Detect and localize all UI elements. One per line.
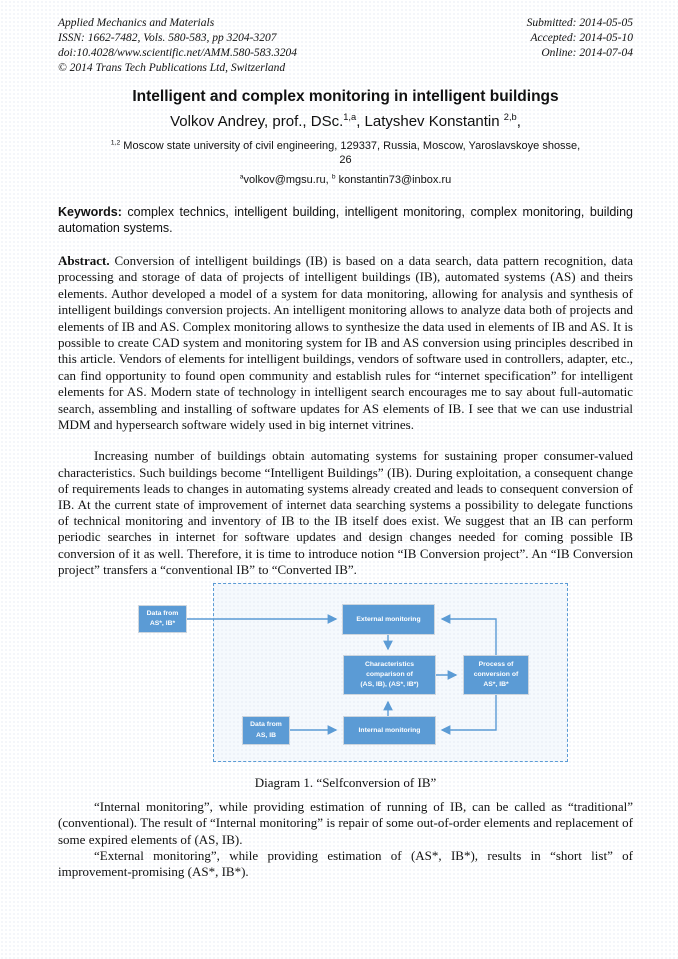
keywords-text: complex technics, intelligent building, … <box>58 205 633 235</box>
body-paragraph-1: Increasing number of buildings obtain au… <box>58 448 633 577</box>
box-data-from-as-ib: Data from AS, IB <box>242 716 290 746</box>
arrow-process-to-internal <box>440 695 497 735</box>
journal-issn: ISSN: 1662-7482, Vols. 580-583, pp 3204-… <box>58 32 277 44</box>
journal-header-left: Applied Mechanics and Materials ISSN: 16… <box>58 16 297 76</box>
affiliation: 1,2 Moscow state university of civil eng… <box>58 139 633 167</box>
keywords-paragraph: Keywords: complex technics, intelligent … <box>58 204 633 236</box>
submitted-date: Submitted: 2014-05-05 <box>526 17 633 29</box>
body-paragraph-3: “External monitoring”, while providing e… <box>58 847 633 879</box>
box-data-from-as-ib-star: Data from AS*, IB* <box>138 605 187 634</box>
author-1: Volkov Andrey, prof., DSc. <box>170 113 344 130</box>
affiliation-text: Moscow state university of civil enginee… <box>120 140 581 152</box>
arrow-process-to-external <box>440 614 497 656</box>
journal-copyright: © 2014 Trans Tech Publications Ltd, Swit… <box>58 62 286 74</box>
email-a-superscript: a <box>239 173 244 181</box>
affiliation-line2: 26 <box>339 154 352 166</box>
keywords-label: Keywords: <box>58 205 122 219</box>
email-b: konstantin73@inbox.ru <box>335 174 452 186</box>
journal-doi: doi:10.4028/www.scientific.net/AMM.580-5… <box>58 47 298 59</box>
affiliation-superscript: 1,2 <box>110 139 121 147</box>
box-process-of-conversion: Process of conversion of AS*, IB* <box>463 655 529 696</box>
diagram-arrows <box>187 614 497 735</box>
email-b-superscript: b <box>331 173 336 181</box>
authors-trailing-comma: , <box>516 113 521 130</box>
author-1-superscript: 1,a <box>343 112 357 122</box>
online-date: Online: 2014-07-04 <box>541 47 633 59</box>
body-paragraph-2: “Internal monitoring”, while providing e… <box>58 799 633 847</box>
abstract-text: Conversion of intelligent buildings (IB)… <box>58 253 633 433</box>
selfconversion-diagram: Data from AS*, IB* External monitoring C… <box>0 581 678 768</box>
accepted-date: Accepted: 2014-05-10 <box>530 32 633 44</box>
paper-title: Intelligent and complex monitoring in in… <box>132 88 559 105</box>
email-a: volkov@mgsu.ru, <box>243 174 332 186</box>
box-internal-monitoring: Internal monitoring <box>343 716 436 746</box>
abstract-label: Abstract. <box>58 253 110 268</box>
abstract-paragraph: Abstract. Conversion of intelligent buil… <box>58 253 633 433</box>
journal-header: Applied Mechanics and Materials ISSN: 16… <box>58 16 633 76</box>
emails-line: avolkov@mgsu.ru, b konstantin73@inbox.ru <box>58 173 633 187</box>
authors-line: Volkov Andrey, prof., DSc.1,a, Latyshev … <box>58 112 633 132</box>
author-separator: , Latyshev Konstantin <box>356 113 504 130</box>
journal-name: Applied Mechanics and Materials <box>58 17 215 29</box>
box-characteristics-comparison: Characteristics comparison of (AS, IB), … <box>343 655 436 696</box>
author-2-superscript: 2,b <box>503 112 517 122</box>
diagram-caption: Diagram 1. “Selfconversion of IB” <box>254 775 437 791</box>
journal-header-right: Submitted: 2014-05-05 Accepted: 2014-05-… <box>527 16 633 76</box>
box-external-monitoring: External monitoring <box>342 604 435 636</box>
